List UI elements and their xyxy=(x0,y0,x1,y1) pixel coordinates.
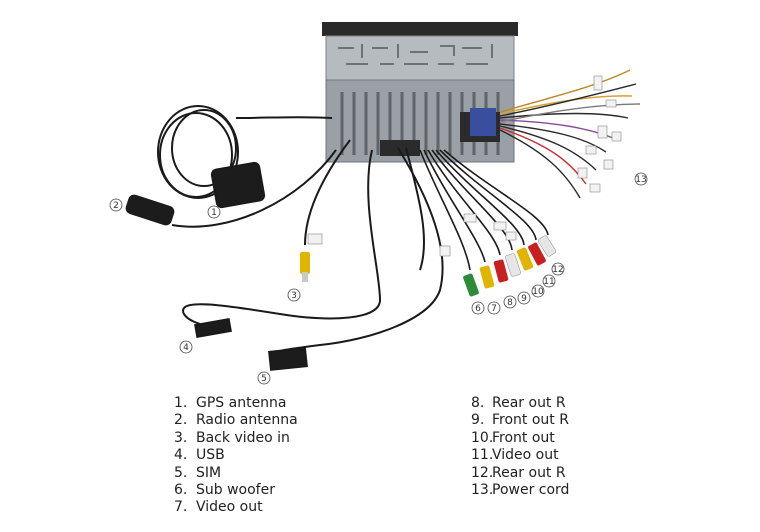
legend-label: Rear out R xyxy=(492,464,566,481)
legend-item: 4. USB xyxy=(174,447,298,464)
legend-right-column: 8. Rear out R 9. Front out R 10.Front out … xyxy=(471,395,569,499)
callout-6: 6 xyxy=(471,301,485,315)
legend-label: Power cord xyxy=(492,482,570,499)
legend-label: Video out xyxy=(492,447,559,464)
callout-9: 9 xyxy=(517,291,531,305)
legend-number: 9. xyxy=(471,412,485,429)
legend-label: Radio antenna xyxy=(196,412,298,429)
legend-item: 11.Video out xyxy=(471,447,569,464)
callout-8: 8 xyxy=(503,295,517,309)
legend-label: GPS antenna xyxy=(196,395,287,411)
legend-label: Video out xyxy=(196,499,263,516)
legend-number: 4. xyxy=(174,447,188,464)
legend-item: 12.Rear out R xyxy=(471,465,569,482)
legend-number: 10. xyxy=(471,429,494,446)
svg-text:11: 11 xyxy=(543,277,554,287)
svg-text:4: 4 xyxy=(183,343,189,353)
svg-text:6: 6 xyxy=(475,304,481,314)
legend-number: 11. xyxy=(471,447,494,464)
back-video-in-cable xyxy=(300,139,351,282)
callout-5: 5 xyxy=(257,371,271,385)
svg-text:7: 7 xyxy=(491,304,497,314)
legend-label: USB xyxy=(196,447,225,464)
legend-number: 12. xyxy=(471,464,494,481)
callouts: 1 2 3 4 5 6 7 8 9 10 11 12 13 xyxy=(109,172,648,385)
legend-label: Sub woofer xyxy=(196,482,275,499)
callout-1: 1 xyxy=(207,205,221,219)
callout-3: 3 xyxy=(287,288,301,302)
legend-label: Front out R xyxy=(492,412,569,429)
legend-number: 2. xyxy=(174,412,188,429)
sim-cable xyxy=(268,147,444,371)
legend-item: 1. GPS antenna xyxy=(174,395,298,412)
legend-item: 6. Sub woofer xyxy=(174,482,298,499)
rca-bundle xyxy=(419,149,557,297)
callout-10: 10 xyxy=(531,284,545,298)
callout-11: 11 xyxy=(542,274,556,288)
legend-item: 5. SIM xyxy=(174,465,298,482)
legend-number: 13. xyxy=(471,482,494,499)
legend-number: 7. xyxy=(174,499,188,516)
svg-text:2: 2 xyxy=(113,201,119,211)
legend-item: 9. Front out R xyxy=(471,412,569,429)
power-cord-bundle xyxy=(499,69,641,199)
svg-text:10: 10 xyxy=(532,287,544,297)
legend-item: 7. Video out xyxy=(174,499,298,516)
legend-number: 5. xyxy=(174,464,188,481)
svg-text:9: 9 xyxy=(521,294,527,304)
legend-item: 13.Power cord xyxy=(471,482,569,499)
legend-item: 10.Front out xyxy=(471,430,569,447)
gps-antenna xyxy=(157,105,333,209)
callout-4: 4 xyxy=(179,340,193,354)
legend-label: Front out xyxy=(492,429,555,446)
legend-item: 8. Rear out R xyxy=(471,395,569,412)
callout-12: 12 xyxy=(551,262,565,276)
svg-text:3: 3 xyxy=(291,291,297,301)
svg-text:8: 8 xyxy=(507,298,513,308)
legend-number: 1. xyxy=(174,395,188,411)
callout-7: 7 xyxy=(487,301,501,315)
legend-item: 2. Radio antenna xyxy=(174,412,298,429)
callout-2: 2 xyxy=(109,198,123,212)
legend-item: 3. Back video in xyxy=(174,430,298,447)
legend-label: SIM xyxy=(196,464,222,481)
legend-number: 6. xyxy=(174,482,188,499)
svg-text:5: 5 xyxy=(261,374,267,384)
legend-label: Rear out R xyxy=(492,395,566,411)
radio-antenna xyxy=(125,149,337,228)
legend-label: Back video in xyxy=(196,429,290,446)
svg-text:1: 1 xyxy=(211,208,217,218)
svg-text:12: 12 xyxy=(552,265,563,275)
callout-13: 13 xyxy=(634,172,648,186)
legend-left-column: 1. GPS antenna 2. Radio antenna 3. Back vid… xyxy=(174,395,298,517)
legend-number: 3. xyxy=(174,429,188,446)
usb-cable xyxy=(182,149,382,339)
head-unit xyxy=(322,22,518,163)
legend-number: 8. xyxy=(471,395,485,411)
svg-text:13: 13 xyxy=(635,175,646,185)
